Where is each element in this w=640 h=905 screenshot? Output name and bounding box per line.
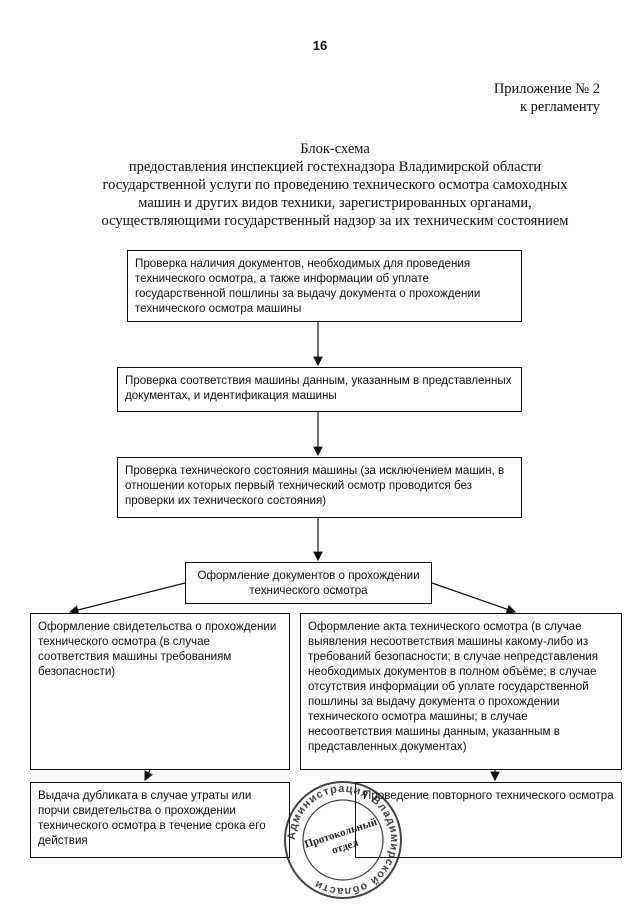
title-line-3: государственной услуги по проведению тех…	[102, 177, 568, 193]
step-technical-check: Проверка технического состояния машины (…	[117, 457, 522, 518]
step-paperwork: Оформление документов о прохождении техн…	[185, 562, 432, 604]
step-documents-check: Проверка наличия документов, необходимых…	[127, 250, 522, 322]
appendix-line-2: к регламенту	[519, 99, 600, 115]
step-duplicate: Выдача дубликата в случае утраты или пор…	[30, 782, 290, 858]
title-line-4: машин и других видов техники, зарегистри…	[138, 195, 532, 211]
title-line-5: осуществляющими государственный надзор з…	[101, 213, 569, 229]
arrow-4	[68, 582, 186, 615]
step-act: Оформление акта технического осмотра (в …	[300, 613, 622, 770]
stamp-seal: Администрация Владимирской области Прото…	[284, 781, 402, 899]
arrow-6	[144, 769, 154, 782]
title-line-2: предоставления инспекцией гостехнадзора …	[128, 159, 542, 175]
arrow-5	[431, 582, 517, 614]
step-certificate: Оформление свидетельства о прохождении т…	[30, 613, 290, 770]
appendix-note: Приложение № 2 к регламенту	[494, 80, 600, 116]
document-title: Блок-схема предоставления инспекцией гос…	[40, 140, 630, 230]
page-number: 16	[312, 38, 328, 53]
step-machine-check: Проверка соответствия машины данным, ука…	[117, 367, 522, 412]
title-line-1: Блок-схема	[300, 141, 370, 157]
step-repeat: Проведение повторного технического осмот…	[355, 782, 622, 858]
appendix-line-1: Приложение № 2	[493, 81, 600, 97]
